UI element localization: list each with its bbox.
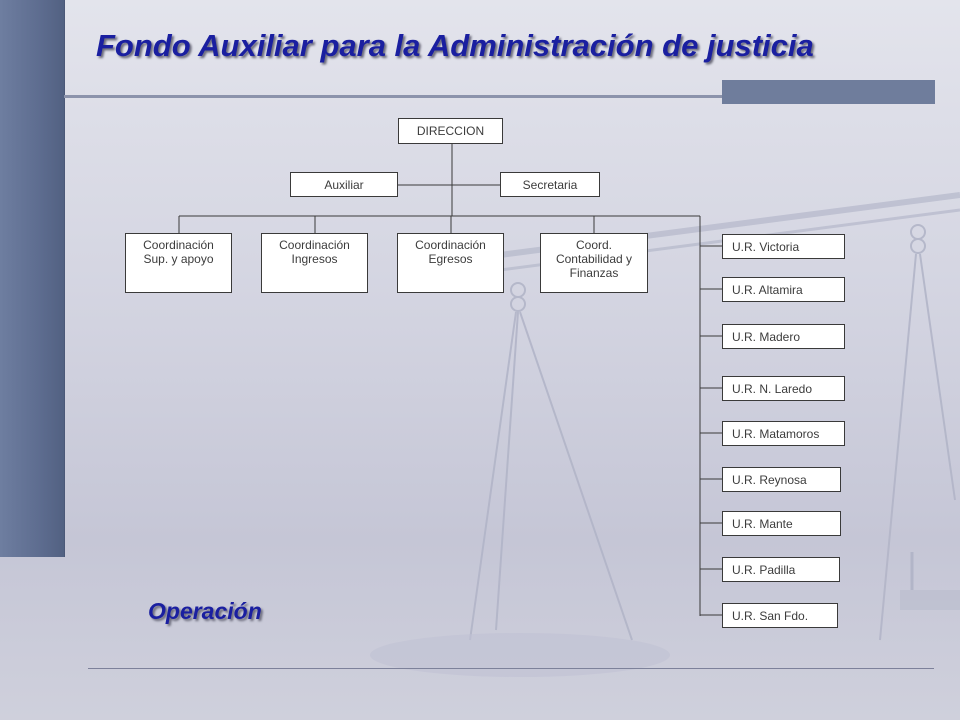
box-coord-contabilidad-finanzas[interactable]: Coord. Contabilidad y Finanzas bbox=[540, 233, 648, 293]
box-ur-padilla[interactable]: U.R. Padilla bbox=[722, 557, 840, 582]
box-ur-altamira[interactable]: U.R. Altamira bbox=[722, 277, 845, 302]
box-auxiliar[interactable]: Auxiliar bbox=[290, 172, 398, 197]
box-coordinacion-ingresos[interactable]: Coordinación Ingresos bbox=[261, 233, 368, 293]
title-accent-block bbox=[722, 80, 935, 104]
box-ur-san-fdo[interactable]: U.R. San Fdo. bbox=[722, 603, 838, 628]
slide-title: Fondo Auxiliar para la Administración de… bbox=[96, 28, 814, 63]
box-ur-n-laredo[interactable]: U.R. N. Laredo bbox=[722, 376, 845, 401]
title-underline bbox=[64, 95, 722, 98]
footer-divider bbox=[88, 668, 934, 669]
box-ur-mante[interactable]: U.R. Mante bbox=[722, 511, 841, 536]
operacion-label: Operación bbox=[148, 598, 262, 624]
box-coordinacion-egresos[interactable]: Coordinación Egresos bbox=[397, 233, 504, 293]
box-secretaria[interactable]: Secretaria bbox=[500, 172, 600, 197]
box-ur-matamoros[interactable]: U.R. Matamoros bbox=[722, 421, 845, 446]
box-direccion[interactable]: DIRECCION bbox=[398, 118, 503, 144]
box-coordinacion-sup-apoyo[interactable]: Coordinación Sup. y apoyo bbox=[125, 233, 232, 293]
box-ur-madero[interactable]: U.R. Madero bbox=[722, 324, 845, 349]
box-ur-reynosa[interactable]: U.R. Reynosa bbox=[722, 467, 841, 492]
box-ur-victoria[interactable]: U.R. Victoria bbox=[722, 234, 845, 259]
left-accent-bar bbox=[0, 0, 65, 557]
